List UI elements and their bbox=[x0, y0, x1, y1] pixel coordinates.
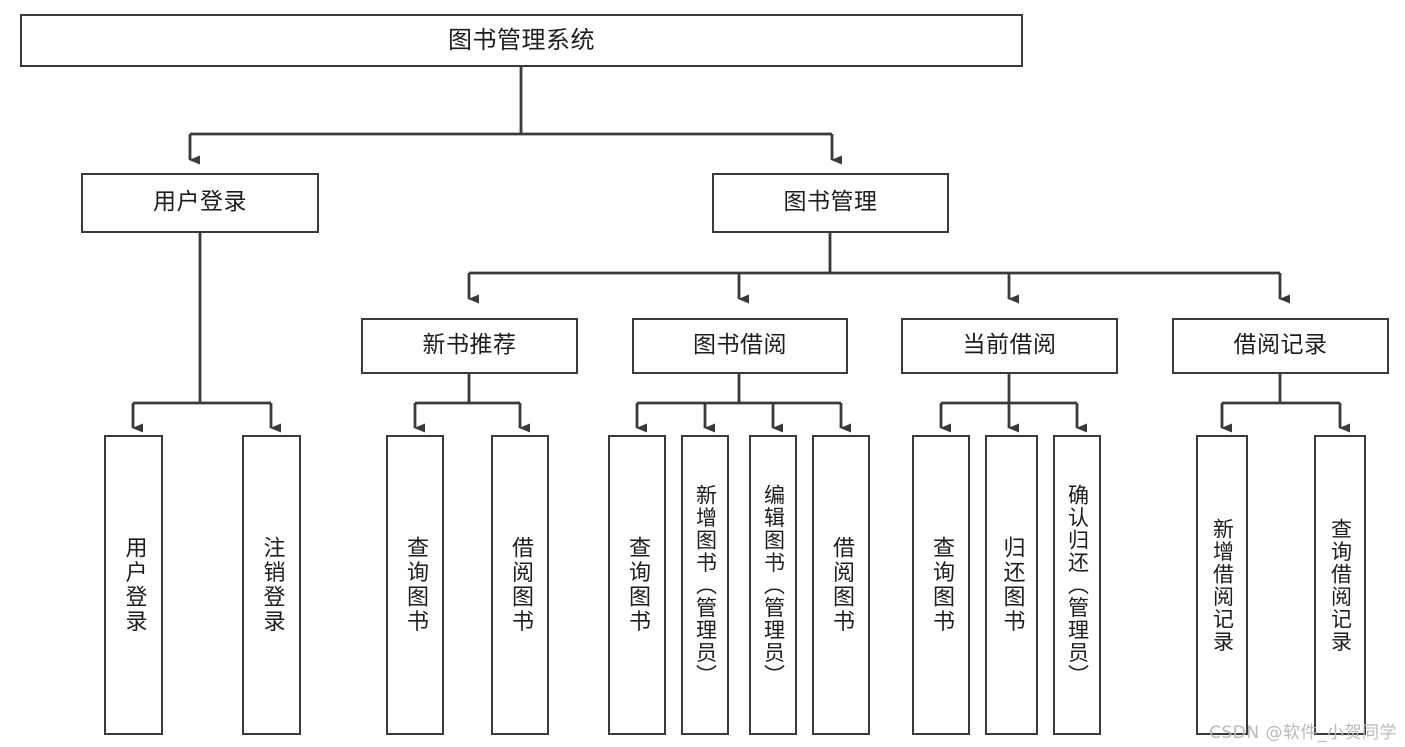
leaf-borrow-book[interactable]: 借阅图书 bbox=[812, 435, 870, 735]
leaf-query-borrow-record[interactable]: 查询借阅记录 bbox=[1314, 435, 1366, 735]
node-label: 新增图书（管理员） bbox=[693, 483, 718, 687]
leaf-logout-login[interactable]: 注销登录 bbox=[242, 435, 301, 735]
node-label: 新书推荐 bbox=[422, 332, 517, 359]
node-user-login[interactable]: 用户登录 bbox=[81, 173, 319, 233]
node-label: 图书借阅 bbox=[693, 332, 787, 359]
node-label: 用户登录 bbox=[153, 189, 247, 216]
leaf-query-book-borrow[interactable]: 查询图书 bbox=[608, 435, 666, 735]
leaf-edit-book-admin[interactable]: 编辑图书（管理员） bbox=[749, 435, 797, 735]
node-label: 归还图书 bbox=[999, 536, 1025, 634]
leaf-borrow-book-recommend[interactable]: 借阅图书 bbox=[491, 435, 549, 735]
node-label: 查询图书 bbox=[625, 536, 650, 634]
leaf-return-book[interactable]: 归还图书 bbox=[985, 435, 1038, 735]
node-label: 注销登录 bbox=[259, 536, 285, 634]
leaf-add-book-admin[interactable]: 新增图书（管理员） bbox=[681, 435, 729, 735]
node-label: 借阅图书 bbox=[829, 536, 854, 634]
leaf-confirm-return-admin[interactable]: 确认归还（管理员） bbox=[1053, 435, 1101, 735]
leaf-query-book-current[interactable]: 查询图书 bbox=[912, 435, 970, 735]
node-label: 查询借阅记录 bbox=[1328, 517, 1353, 653]
node-new-book-recommend[interactable]: 新书推荐 bbox=[361, 318, 578, 374]
node-label: 借阅记录 bbox=[1233, 332, 1328, 359]
node-label: 查询图书 bbox=[403, 536, 428, 634]
node-current-borrow[interactable]: 当前借阅 bbox=[901, 318, 1118, 374]
leaf-user-login[interactable]: 用户登录 bbox=[104, 435, 163, 735]
node-label: 确认归还（管理员） bbox=[1065, 483, 1090, 687]
node-label: 新增借阅记录 bbox=[1210, 517, 1235, 653]
node-label: 图书管理系统 bbox=[448, 26, 595, 55]
leaf-add-borrow-record[interactable]: 新增借阅记录 bbox=[1196, 435, 1248, 735]
node-borrow-record[interactable]: 借阅记录 bbox=[1172, 318, 1389, 374]
csdn-watermark: CSDN @软件_小贺同学 bbox=[1209, 723, 1397, 743]
node-label: 查询图书 bbox=[929, 536, 954, 634]
node-book-borrow[interactable]: 图书借阅 bbox=[632, 318, 848, 374]
node-root-book-management-system[interactable]: 图书管理系统 bbox=[20, 14, 1023, 67]
leaf-query-book-recommend[interactable]: 查询图书 bbox=[386, 435, 444, 735]
node-label: 编辑图书（管理员） bbox=[761, 483, 786, 687]
node-label: 当前借阅 bbox=[962, 332, 1057, 359]
node-label: 用户登录 bbox=[121, 536, 147, 634]
node-label: 图书管理 bbox=[783, 189, 878, 216]
node-book-management[interactable]: 图书管理 bbox=[712, 173, 949, 233]
node-label: 借阅图书 bbox=[508, 536, 533, 634]
